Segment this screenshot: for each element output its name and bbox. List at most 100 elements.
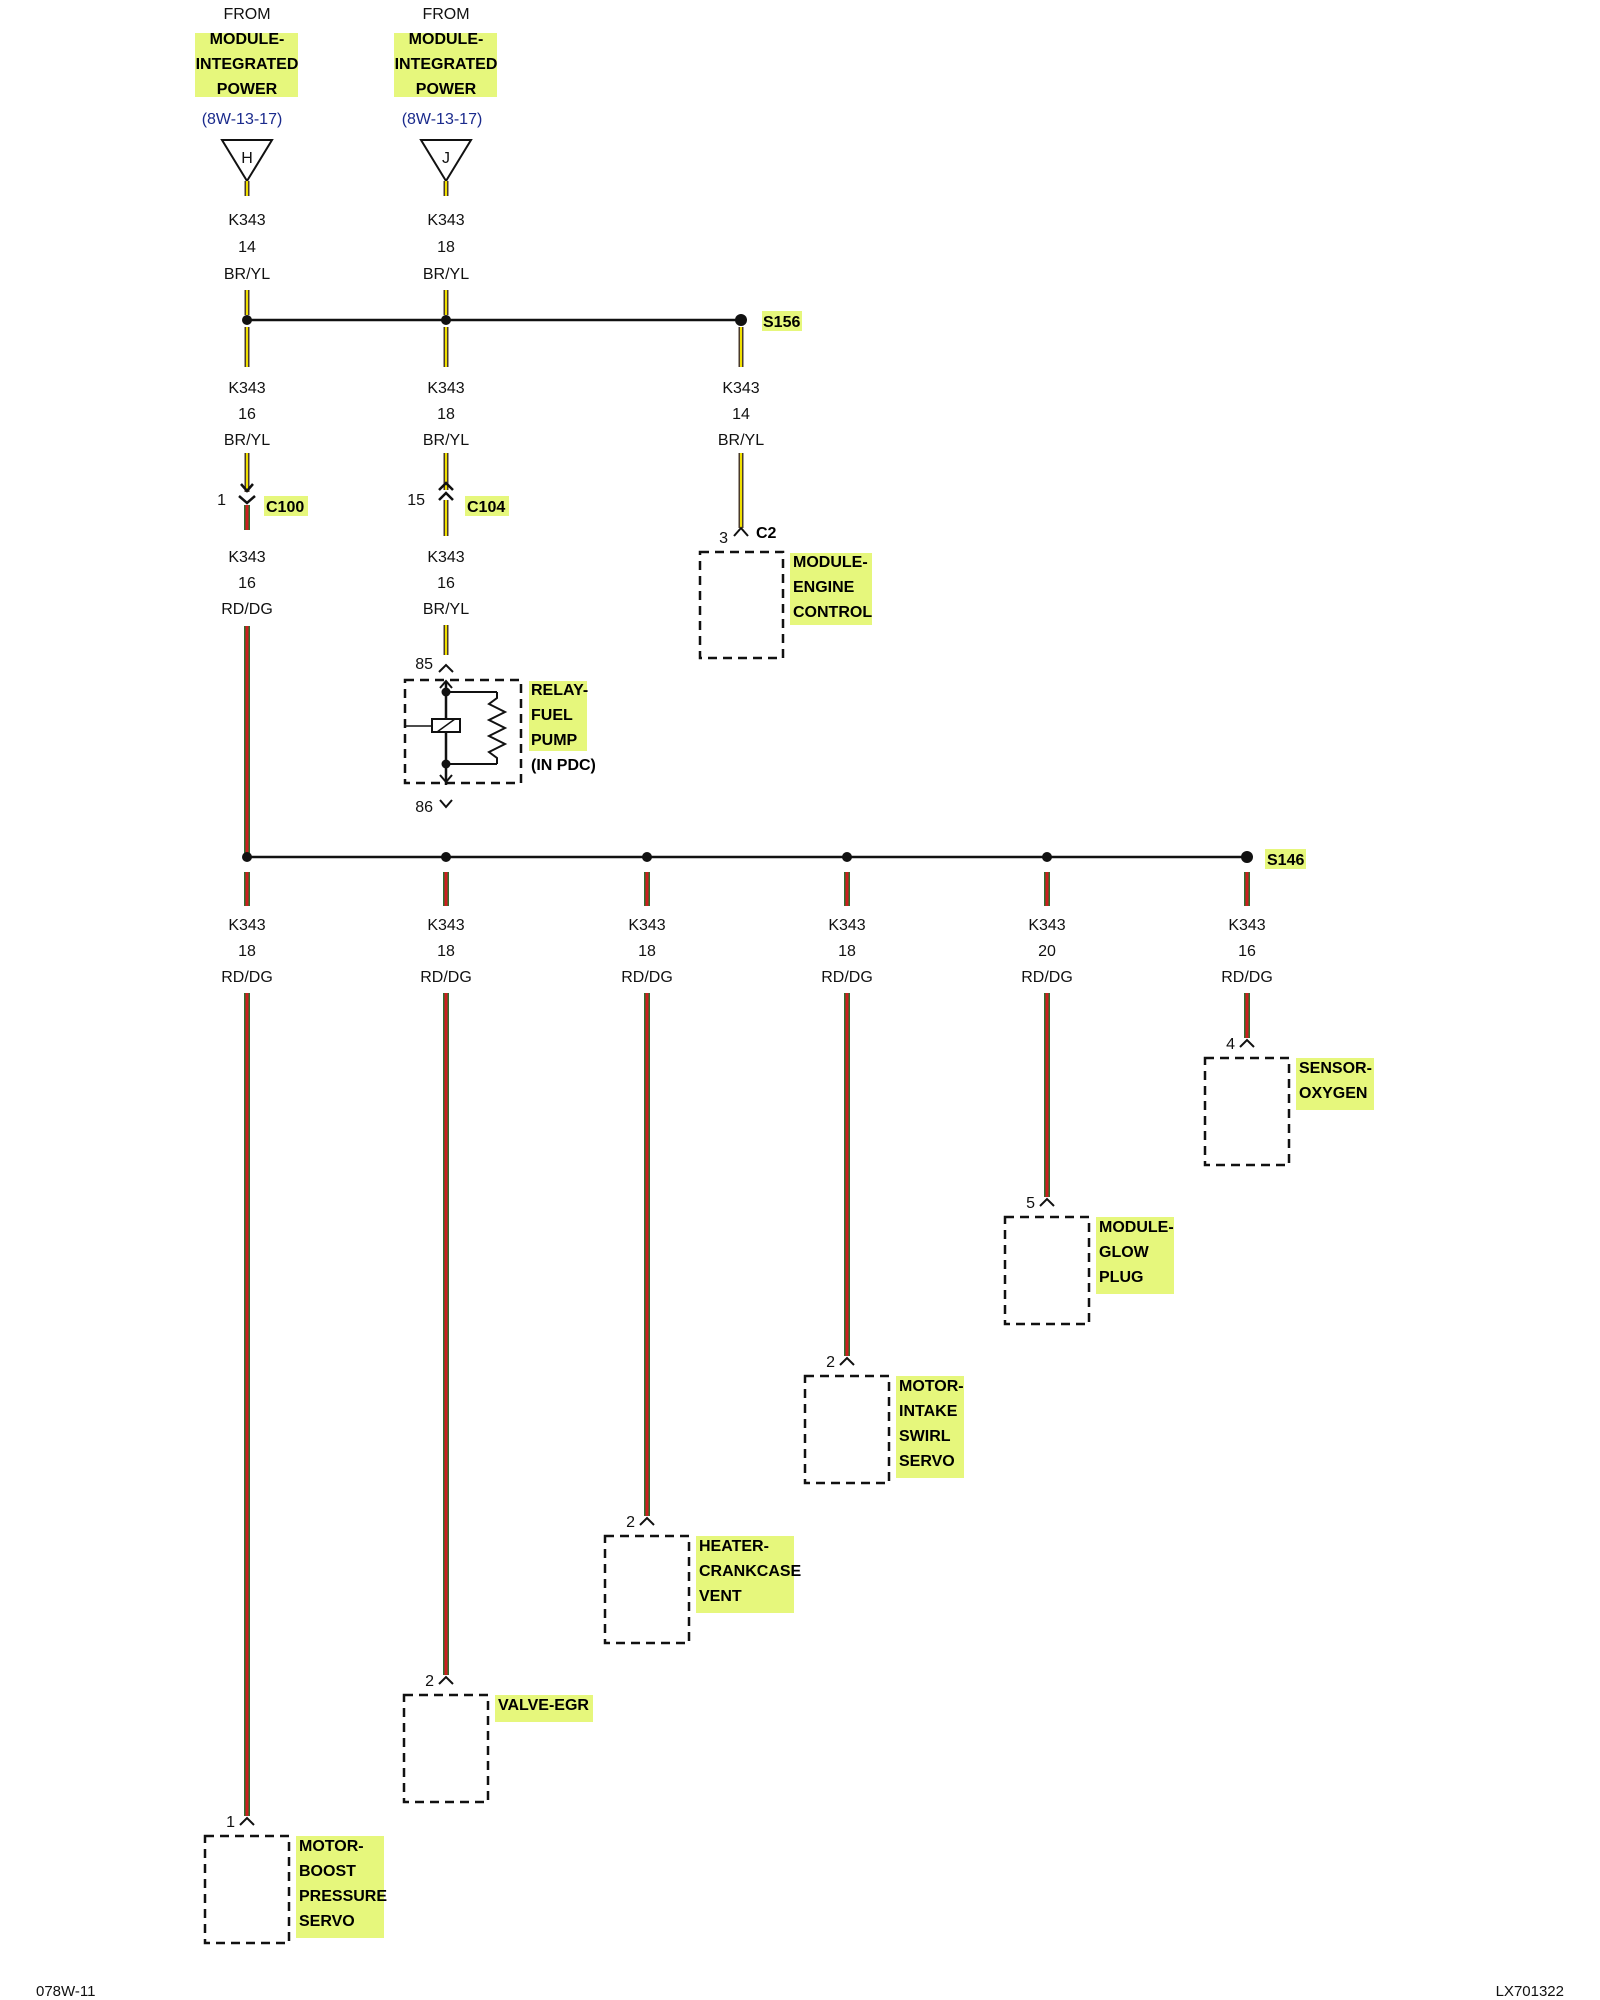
junction-dot — [1241, 851, 1253, 863]
svg-text:BR/YL: BR/YL — [224, 266, 270, 283]
ecm-box — [698, 550, 785, 660]
svg-text:18: 18 — [437, 239, 455, 256]
c104-pin: 15 — [407, 492, 425, 509]
source-h-line3: POWER — [217, 81, 278, 98]
wire-label-h-top: K343 14 BR/YL — [224, 212, 270, 283]
splice-s146-label: S146 — [1267, 852, 1304, 869]
svg-text:K343: K343 — [228, 380, 265, 397]
component-name-line: MODULE- — [1099, 1219, 1174, 1236]
component-box — [1203, 1056, 1291, 1167]
pin-arrow-icon — [839, 1356, 855, 1366]
pin-number: 2 — [826, 1354, 835, 1371]
component-name-line: VALVE-EGR — [498, 1697, 589, 1714]
wire-color: RD/DG — [1021, 969, 1073, 986]
junction-dot — [441, 852, 451, 862]
wire-circuit: K343 — [828, 917, 865, 934]
source-h-arrow-icon — [220, 139, 274, 183]
wire-color: RD/DG — [821, 969, 873, 986]
svg-text:K343: K343 — [228, 549, 265, 566]
pin-arrow-icon — [733, 526, 749, 537]
c100-label: C100 — [266, 499, 304, 516]
connector-c104: 15 C104 — [407, 481, 509, 516]
relay-line2: FUEL — [531, 707, 573, 724]
wire-gauge: 20 — [1038, 943, 1056, 960]
footer-left-code: 078W-11 — [36, 1983, 95, 2000]
ecm-highlight — [790, 553, 872, 625]
wire-circuit: K343 — [228, 917, 265, 934]
wire-circuit: K343 — [427, 917, 464, 934]
component-fuel-pump-relay: 85 86 RELAY- FUEL PUMP (IN PDC) — [403, 656, 596, 816]
svg-text:14: 14 — [732, 406, 750, 423]
component-name-line: VENT — [699, 1588, 742, 1605]
junction-dot — [1042, 852, 1052, 862]
pin-arrow-icon — [439, 799, 453, 809]
component-name-line: SERVO — [899, 1453, 955, 1470]
pin-number: 5 — [1026, 1195, 1035, 1212]
source-j: FROM MODULE- INTEGRATED POWER (8W-13-17)… — [394, 6, 498, 183]
wire-color: RD/DG — [420, 969, 472, 986]
c100-highlight — [264, 496, 308, 516]
ecm-connector-label: C2 — [756, 525, 777, 542]
splice-s156-dot — [735, 314, 747, 326]
pin-arrow-icon — [438, 1675, 454, 1685]
svg-text:BR/YL: BR/YL — [423, 601, 469, 618]
source-j-line3: POWER — [416, 81, 477, 98]
component-box — [402, 1693, 490, 1804]
ecm-line3: CONTROL — [793, 604, 872, 621]
svg-text:K343: K343 — [427, 212, 464, 229]
ecm-line1: MODULE- — [793, 554, 868, 571]
svg-text:BR/YL: BR/YL — [718, 432, 764, 449]
svg-text:16: 16 — [238, 575, 256, 592]
c100-pin: 1 — [217, 492, 226, 509]
svg-text:18: 18 — [437, 406, 455, 423]
junction-dot — [842, 852, 852, 862]
relay-highlight — [529, 681, 587, 751]
connector-arrow-icon — [438, 491, 454, 501]
svg-text:16: 16 — [238, 406, 256, 423]
relay-box — [403, 678, 523, 785]
pin-number: 2 — [626, 1514, 635, 1531]
wire-label-j-lower: K343 16 BR/YL — [423, 549, 469, 618]
pin-arrow-icon — [1039, 1197, 1055, 1207]
component-name-line: BOOST — [299, 1863, 356, 1880]
relay-line1: RELAY- — [531, 682, 588, 699]
component-name-line: PLUG — [1099, 1269, 1143, 1286]
connector-c100: 1 C100 — [217, 483, 308, 516]
svg-text:RD/DG: RD/DG — [221, 601, 273, 618]
branch-circuits: K34318RD/DG1MOTOR-BOOSTPRESSURESERVOK343… — [203, 851, 1374, 1945]
relay-pin-86: 86 — [415, 799, 433, 816]
svg-text:16: 16 — [437, 575, 455, 592]
source-j-from: FROM — [422, 6, 469, 23]
source-j-line2: INTEGRATED — [395, 56, 498, 73]
source-j-line1: MODULE- — [409, 31, 484, 48]
source-h-line2: INTEGRATED — [196, 56, 299, 73]
pin-number: 1 — [226, 1814, 235, 1831]
component-box — [203, 1834, 291, 1945]
component-box — [803, 1374, 891, 1485]
junction-dot — [242, 315, 252, 325]
pin-arrow-icon — [239, 1816, 255, 1826]
source-h-ref: (8W-13-17) — [202, 111, 283, 128]
component-name-highlight — [1296, 1058, 1374, 1110]
svg-text:K343: K343 — [722, 380, 759, 397]
component-name-line: GLOW — [1099, 1244, 1150, 1261]
connector-arrow-icon — [240, 483, 254, 493]
relay-line3: PUMP — [531, 732, 578, 749]
relay-note: (IN PDC) — [531, 757, 596, 774]
wires-brown-yellow — [244, 181, 744, 655]
source-h-from: FROM — [223, 6, 270, 23]
source-h-line1: MODULE- — [210, 31, 285, 48]
component-name-line: MOTOR- — [899, 1378, 964, 1395]
junction-dot — [441, 315, 451, 325]
source-j-ref: (8W-13-17) — [402, 111, 483, 128]
source-h-letter: H — [241, 150, 253, 167]
pin-arrow-icon — [639, 1516, 655, 1526]
svg-text:K343: K343 — [427, 549, 464, 566]
component-name-line: PRESSURE — [299, 1888, 387, 1905]
component-name-line: INTAKE — [899, 1403, 958, 1420]
relay-pin-85: 85 — [415, 656, 433, 673]
svg-text:BR/YL: BR/YL — [224, 432, 270, 449]
